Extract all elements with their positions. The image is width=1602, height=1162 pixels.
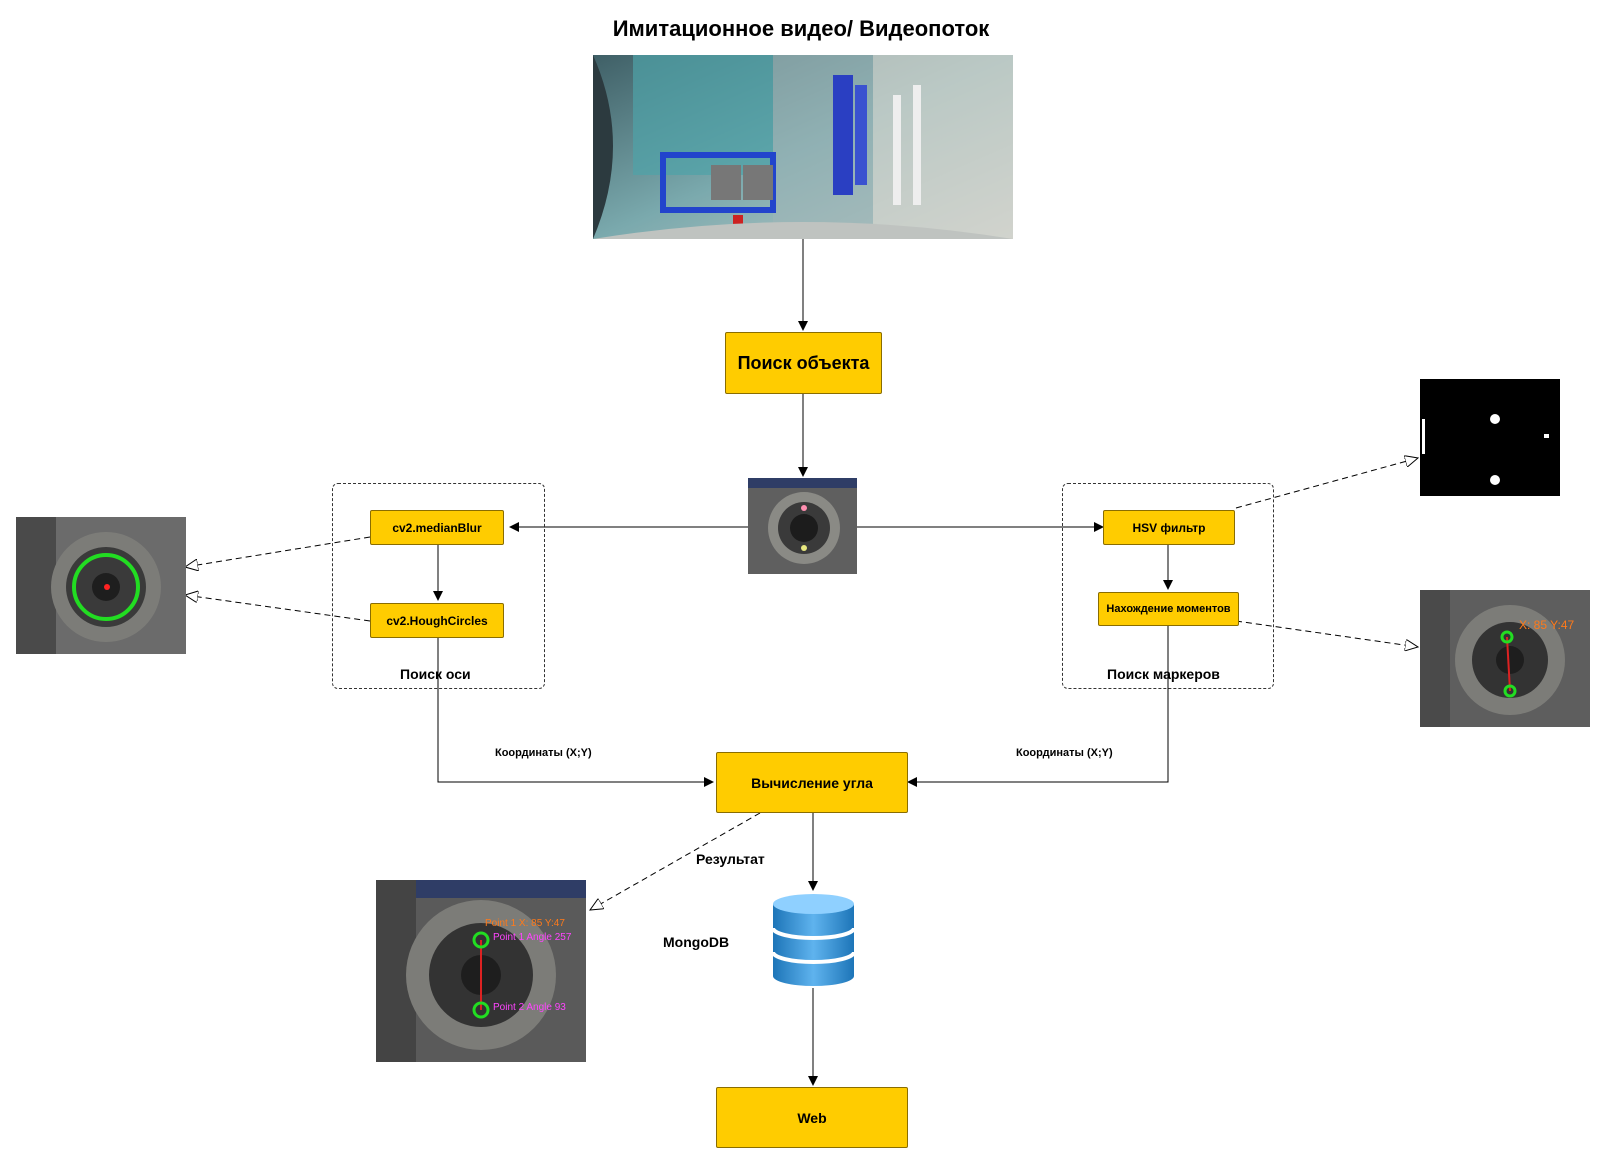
diagram-title: Имитационное видео/ Видеопоток	[612, 16, 990, 41]
result-point1-angle: Point 1 Angle 257	[493, 932, 572, 943]
web-node[interactable]: Web	[716, 1087, 908, 1148]
marker-coords-text: X: 85 Y:47	[1519, 618, 1575, 632]
axis-search-group	[332, 483, 545, 689]
hough-result-image	[16, 517, 186, 654]
video-frame-image	[593, 55, 1013, 239]
coords-left-label: Координаты (X;Y)	[495, 747, 592, 759]
result-point1-coords: Point 1 X: 85 Y:47	[485, 918, 565, 929]
search-object-node[interactable]: Поиск объекта	[725, 332, 882, 394]
marker-search-label: Поиск маркеров	[1107, 666, 1220, 682]
moments-node[interactable]: Нахождение моментов	[1098, 592, 1239, 626]
result-point2-angle: Point 2 Angle 93	[493, 1002, 566, 1013]
final-result-image: Point 1 X: 85 Y:47 Point 1 Angle 257 Poi…	[376, 880, 586, 1062]
result-label: Результат	[696, 851, 765, 867]
object-crop-image	[748, 478, 857, 574]
hsv-filter-node[interactable]: HSV фильтр	[1103, 510, 1235, 545]
marker-search-group	[1062, 483, 1274, 689]
hsv-mask-image	[1420, 379, 1560, 496]
database-icon	[771, 892, 856, 988]
axis-search-label: Поиск оси	[400, 666, 471, 682]
moments-result-image: X: 85 Y:47	[1420, 590, 1590, 727]
hough-circles-node[interactable]: cv2.HoughCircles	[370, 603, 504, 638]
coords-right-label: Координаты (X;Y)	[1016, 747, 1113, 759]
mongodb-label: MongoDB	[663, 934, 730, 950]
angle-calc-node[interactable]: Вычисление угла	[716, 752, 908, 813]
median-blur-node[interactable]: cv2.medianBlur	[370, 510, 504, 545]
